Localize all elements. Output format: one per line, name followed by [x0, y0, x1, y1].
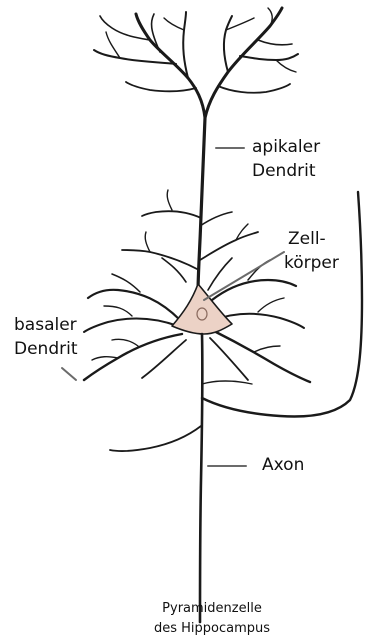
oblique-branches: [122, 190, 258, 270]
cell-body-label-line1: Zell-: [288, 228, 326, 250]
caption-line1: Pyramidenzelle: [112, 600, 312, 618]
cell-body-label-line2: körper: [284, 252, 339, 274]
apical-dendrite-label-line2: Dendrit: [252, 160, 316, 182]
pointer-basal: [62, 368, 76, 380]
axon-label: Axon: [262, 454, 304, 476]
axon-trunk: [200, 334, 202, 622]
basal-dendrite-label-line1: basaler: [14, 314, 77, 336]
basal-dendrite-label-line2: Dendrit: [14, 338, 78, 360]
apical-tuft: [94, 8, 298, 118]
label-pointers: [62, 148, 284, 466]
apical-trunk: [198, 118, 205, 292]
apical-dendrite-label-line1: apikaler: [252, 136, 320, 158]
caption-line2: des Hippocampus: [112, 620, 312, 638]
